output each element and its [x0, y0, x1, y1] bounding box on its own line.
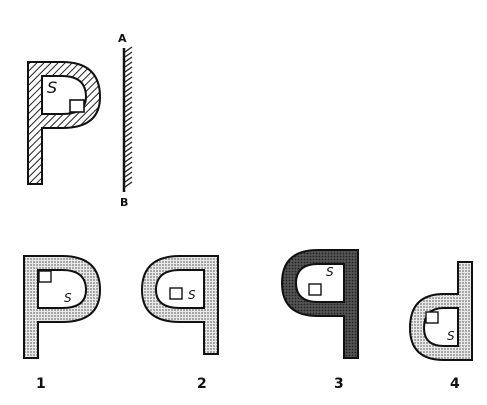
mirror-hatch-tick [125, 112, 132, 117]
mirror-label-bottom: B [120, 196, 128, 209]
option-1-figure[interactable]: S [24, 256, 100, 358]
mirror-hatch-tick [125, 47, 132, 52]
mirror-hatch-tick [125, 162, 132, 167]
option-2-figure[interactable]: S [142, 256, 218, 354]
mirror-hatch-tick [125, 52, 132, 57]
mirror-hatch-tick [125, 122, 132, 127]
mirror-hatch-tick [125, 152, 132, 157]
option-4-shape [410, 262, 472, 360]
option-4-corner-square [426, 312, 438, 323]
option-1-corner-square [39, 271, 51, 282]
mirror-hatch-tick [125, 127, 132, 132]
mirror-hatch-marks [125, 47, 132, 187]
mirror-hatch-tick [125, 102, 132, 107]
question-inner-symbol: S [47, 78, 57, 97]
mirror-hatch-tick [125, 132, 132, 137]
mirror-hatch-tick [125, 77, 132, 82]
mirror-hatch-tick [125, 117, 132, 122]
mirror-hatch-tick [125, 107, 132, 112]
question-figure: S [28, 62, 100, 184]
mirror-hatch-tick [125, 57, 132, 62]
option-3-figure[interactable]: S [282, 250, 358, 358]
question-corner-square [70, 100, 84, 112]
option-4-inner-symbol: S [447, 329, 455, 343]
mirror-hatch-tick [125, 182, 132, 187]
mirror-hatch-tick [125, 177, 132, 182]
mirror-hatch-tick [125, 82, 132, 87]
mirror-hatch-tick [125, 67, 132, 72]
mirror-hatch-tick [125, 137, 132, 142]
mirror-hatch-tick [125, 147, 132, 152]
option-1-number: 1 [36, 376, 46, 392]
option-4-number: 4 [450, 376, 460, 392]
option-3-inner-symbol: S [326, 265, 334, 279]
mirror-hatch-tick [125, 92, 132, 97]
mirror-hatch-tick [125, 172, 132, 177]
option-3-corner-square [309, 284, 321, 295]
mirror-line: A B [118, 32, 132, 209]
mirror-hatch-tick [125, 142, 132, 147]
mirror-hatch-tick [125, 87, 132, 92]
option-2-inner-symbol: S [188, 288, 196, 302]
mirror-hatch-tick [125, 62, 132, 67]
option-2-corner-square [170, 288, 182, 299]
option-1-shape [24, 256, 100, 358]
mirror-hatch-tick [125, 157, 132, 162]
mirror-hatch-tick [125, 72, 132, 77]
option-3-number: 3 [334, 376, 344, 392]
question-p-shape [28, 62, 100, 184]
option-1-inner-symbol: S [64, 291, 72, 305]
option-4-figure[interactable]: S [410, 262, 472, 360]
mirror-hatch-tick [125, 167, 132, 172]
mirror-label-top: A [118, 32, 127, 45]
option-2-shape [142, 256, 218, 354]
option-3-shape [282, 250, 358, 358]
mirror-hatch-tick [125, 97, 132, 102]
option-2-number: 2 [197, 376, 207, 392]
